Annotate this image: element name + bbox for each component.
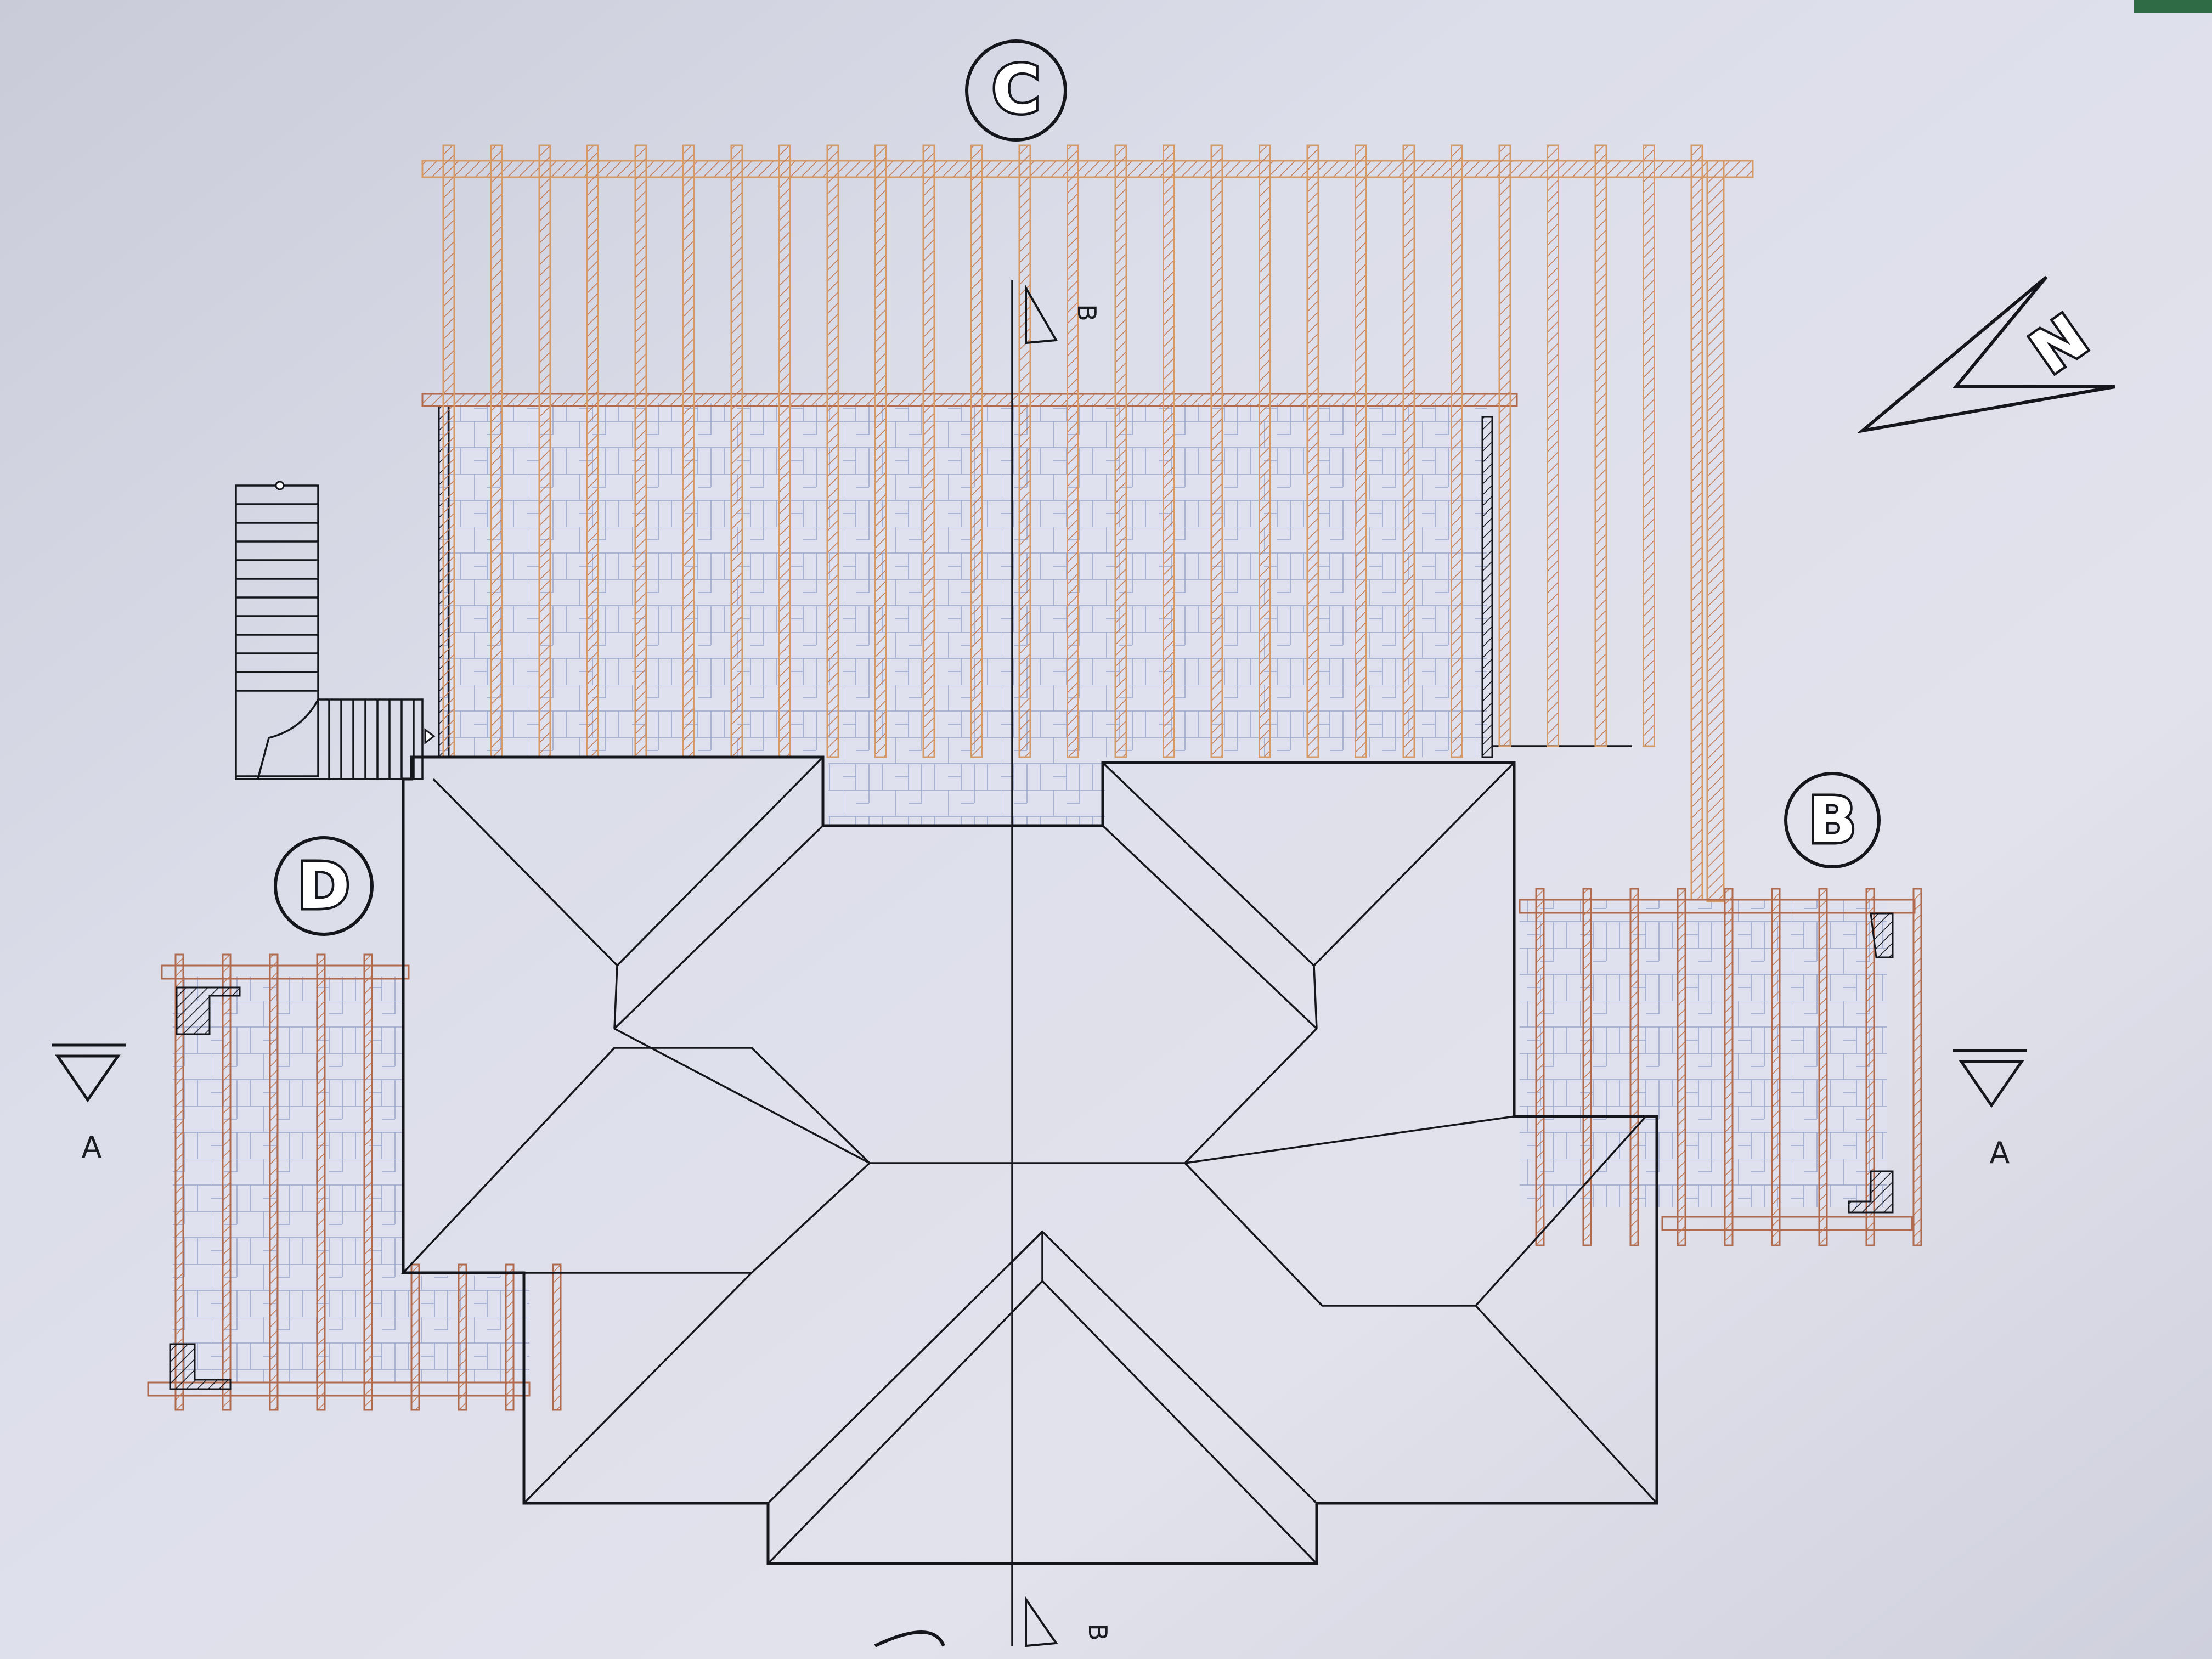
pergola-rafter: [316, 953, 326, 1411]
pergola-rafter: [634, 144, 647, 758]
pergola-rafter: [826, 144, 839, 758]
pergola-rafter: [1629, 888, 1639, 1246]
pergola-rafter: [922, 144, 935, 758]
pergola-rafter: [552, 1263, 562, 1411]
elevation-b-label: B: [1808, 784, 1857, 857]
pergola-rafter: [269, 953, 279, 1411]
pergola-rafter: [1306, 144, 1319, 758]
pergola-rafter: [1594, 144, 1607, 747]
pergola-rafter: [458, 1263, 467, 1411]
pergola-rafter: [410, 1263, 420, 1411]
paving-east-terrace: [1520, 900, 1887, 1207]
pergola-rafter: [538, 144, 551, 758]
elevation-marker-d: D: [274, 836, 374, 936]
pergola-rafter: [174, 953, 184, 1411]
elevation-c-label: C: [992, 52, 1040, 128]
pergola-rafter: [1643, 144, 1655, 747]
pergola-rafter: [1771, 888, 1781, 1246]
pergola-rafter: [1912, 888, 1922, 1246]
elevation-marker-b: B: [1784, 772, 1881, 868]
elevation-marker-c: C: [965, 40, 1067, 142]
section-marker-a-left: A: [52, 1043, 126, 1165]
pergola-rafter: [1677, 888, 1686, 1246]
pergola-rafter: [1535, 888, 1545, 1246]
pergola-rafter: [505, 1263, 515, 1411]
pergola-rafter: [874, 144, 887, 758]
pergola-rafter: [1210, 144, 1223, 758]
pergola-rafter: [730, 144, 743, 758]
pergola-rafter: [222, 953, 232, 1411]
section-b-top-label: B: [1072, 304, 1102, 321]
pergola-rafter: [1498, 144, 1511, 747]
pergola-rafter: [1547, 144, 1559, 747]
pergola-rafter: [1865, 888, 1875, 1246]
pergola-rafter: [1451, 144, 1463, 758]
roof-plan: [400, 755, 1658, 1565]
pergola-rafter: [490, 144, 503, 758]
pergola-rafter: [1066, 144, 1079, 758]
elevation-d-label: D: [297, 850, 349, 923]
pergola-rafter: [970, 144, 983, 758]
section-a-right-label: A: [1990, 1136, 2010, 1170]
pergola-rafter: [1259, 144, 1271, 758]
pergola-rafter: [1724, 888, 1734, 1246]
pergola-rafter: [778, 144, 791, 758]
pergola-rafter: [1690, 144, 1703, 901]
pergola-rafter: [363, 953, 373, 1411]
pergola-east-post-beam: [1706, 160, 1725, 902]
east-pergola: [1519, 888, 1922, 1246]
pergola-rafter: [1355, 144, 1367, 758]
pergola-rafter: [1818, 888, 1828, 1246]
pergola-rafter: [682, 144, 695, 758]
staircase: [235, 481, 436, 780]
pergola-rafter: [442, 144, 455, 758]
section-b-bottom-label: B: [1083, 1623, 1113, 1641]
section-marker-a-right: A: [1953, 1049, 2027, 1170]
pergola-rafter: [1114, 144, 1127, 758]
pergola-rafter: [1163, 144, 1175, 758]
pergola-rafter: [1582, 888, 1592, 1246]
pergola-rafter: [1402, 144, 1415, 758]
paving-centre-passage: [828, 757, 1105, 826]
elevation-marker-bottom-partial: [874, 1630, 945, 1647]
section-a-left-label: A: [82, 1130, 102, 1165]
section-line-b: [1011, 280, 1058, 1647]
west-pergola: [147, 953, 562, 1411]
pergola-rafter: [1018, 144, 1031, 758]
pergola-rafter: [586, 144, 599, 758]
